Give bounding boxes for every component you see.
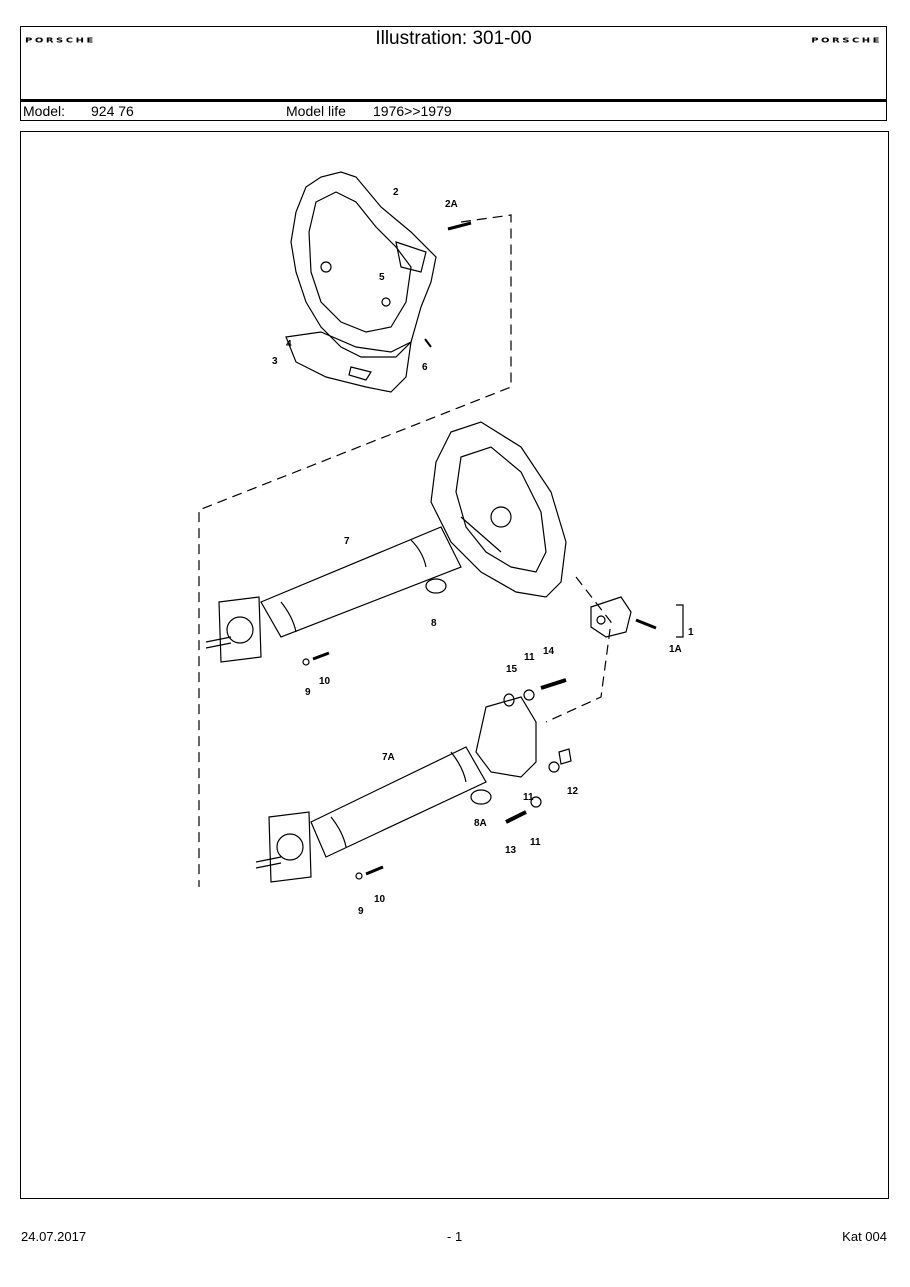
model-row: Model: 924 76 Model life 1976>>1979	[21, 102, 886, 120]
callout-7a: 7A	[382, 752, 395, 763]
callout-11: 11	[524, 652, 535, 663]
callout-6: 6	[422, 362, 428, 373]
callout-8: 8	[431, 618, 437, 629]
parts-diagram: 2 2A 5 4 3 6 7 8 1 1A 9 10 15 11 14 7A 8…	[198, 171, 694, 917]
tube-assembly-7a	[255, 696, 537, 883]
porsche-logo-right: PORSCHE	[811, 37, 882, 45]
model-life-value: 1976>>1979	[373, 103, 452, 119]
callout-7: 7	[344, 536, 350, 547]
callout-3: 3	[272, 356, 278, 367]
illustration-frame: 2 2A 5 4 3 6 7 8 1 1A 9 10 15 11 14 7A 8…	[20, 131, 889, 1199]
footer-page: - 1	[447, 1229, 463, 1244]
tube-assembly-7	[205, 421, 567, 663]
callout-9: 9	[305, 687, 311, 698]
callout-1: 1	[688, 627, 694, 638]
housing-part-2	[285, 171, 437, 393]
callout-4: 4	[286, 339, 292, 350]
callout-8a: 8A	[474, 818, 487, 829]
model-life-label: Model life	[286, 103, 346, 119]
header-divider	[21, 99, 886, 102]
callout-labels: 2 2A 5 4 3 6 7 8 1 1A 9 10 15 11 14 7A 8…	[272, 187, 694, 917]
callout-13: 13	[505, 845, 517, 856]
page-title: Illustration: 301-00	[375, 28, 532, 49]
callout-9: 9	[358, 906, 364, 917]
model-label: Model:	[23, 103, 66, 119]
seal-8	[425, 578, 447, 594]
footer-date: 24.07.2017	[21, 1229, 87, 1244]
callout-2a: 2A	[445, 199, 458, 210]
porsche-logo-left: PORSCHE	[25, 37, 96, 45]
callout-11: 11	[530, 837, 541, 848]
screw-6	[424, 338, 432, 348]
seal-8a	[470, 789, 492, 805]
callout-5: 5	[379, 272, 385, 283]
assembly-lines	[198, 214, 612, 887]
model-value: 924 76	[91, 103, 134, 119]
callout-14: 14	[543, 646, 555, 657]
callout-2: 2	[393, 187, 399, 198]
callout-1a: 1A	[669, 644, 682, 655]
callout-12: 12	[567, 786, 579, 797]
footer-catalog: Kat 004	[842, 1229, 887, 1244]
pin-2a	[447, 221, 472, 231]
hardware-cluster	[302, 651, 572, 880]
callout-10: 10	[319, 676, 331, 687]
bracket-part-1	[590, 596, 684, 638]
callout-10: 10	[374, 894, 386, 905]
callout-15: 15	[506, 664, 518, 675]
header-box: PORSCHE Illustration: 301-00 PORSCHE Mod…	[20, 26, 887, 121]
callout-11: 11	[523, 792, 534, 803]
